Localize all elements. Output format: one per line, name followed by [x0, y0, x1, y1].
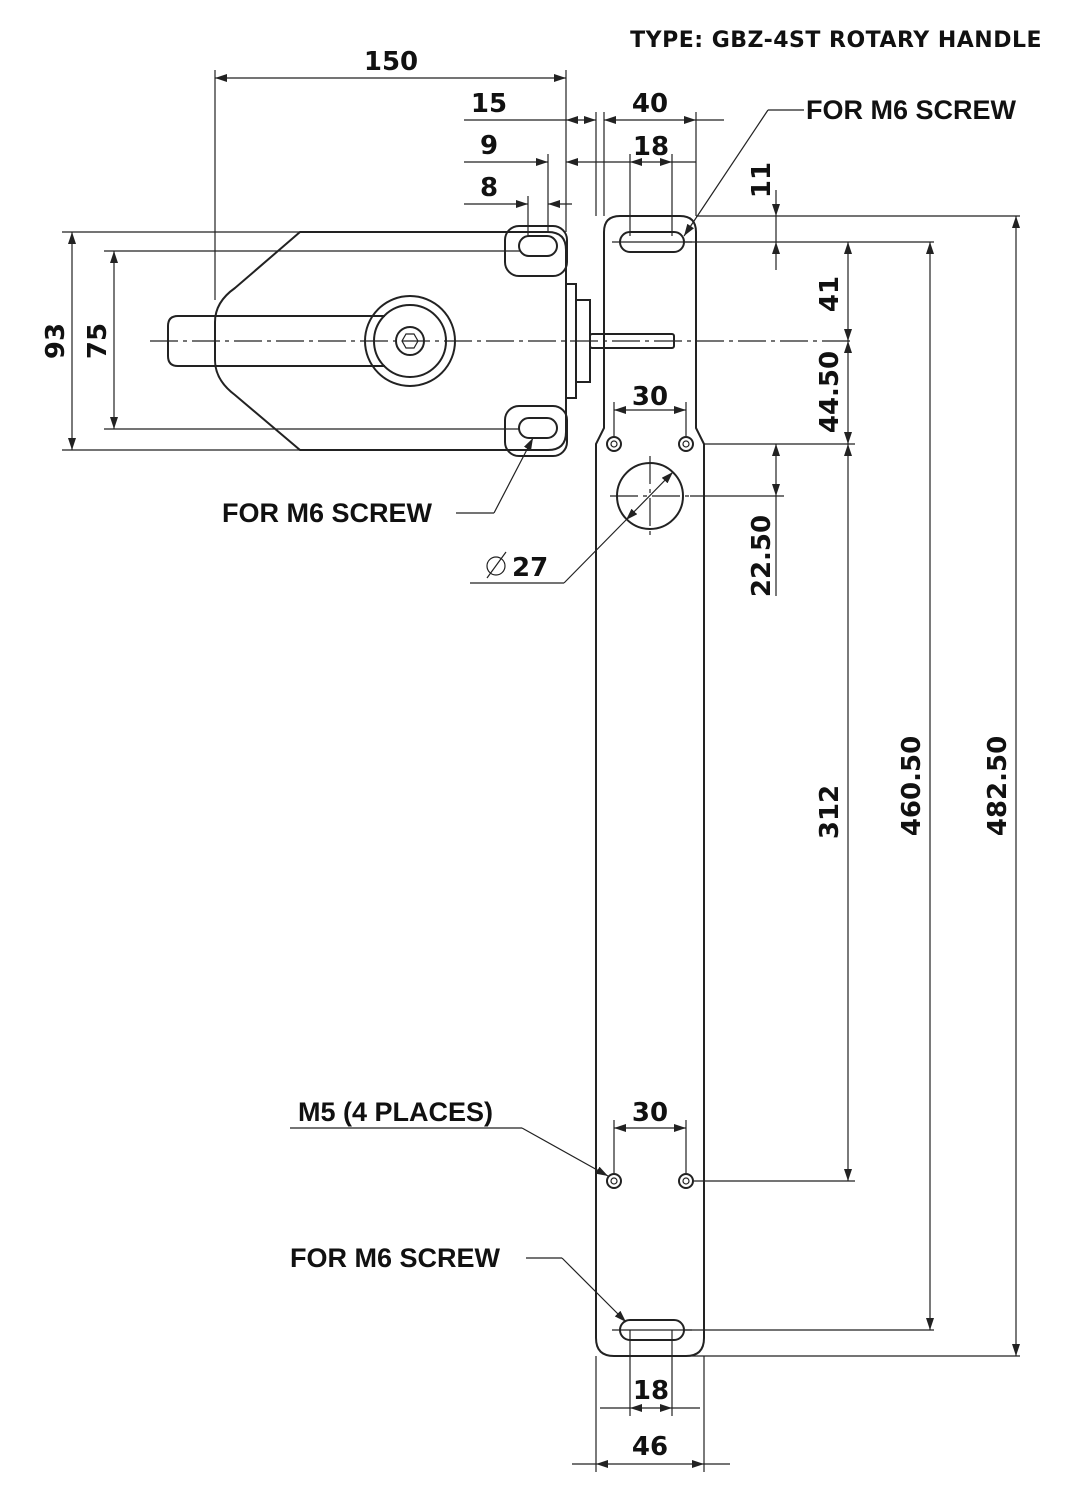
svg-text:18: 18: [633, 1376, 669, 1406]
dimension-9: 9: [464, 131, 600, 232]
dimension-30-top: 30: [613, 382, 687, 436]
svg-text:41: 41: [815, 276, 845, 312]
svg-text:FOR M6 SCREW: FOR M6 SCREW: [806, 95, 1017, 125]
m5-hole: [678, 1173, 694, 1189]
svg-text:11: 11: [747, 162, 777, 198]
svg-text:FOR M6 SCREW: FOR M6 SCREW: [222, 498, 433, 528]
dimension-40: 40: [603, 89, 724, 216]
svg-text:18: 18: [633, 132, 669, 162]
svg-text:15: 15: [471, 89, 507, 119]
svg-text:150: 150: [364, 47, 418, 77]
m5-hole: [678, 436, 694, 452]
m5-hole: [606, 1173, 622, 1189]
m5-hole: [606, 436, 622, 452]
leader-m6-left: FOR M6 SCREW: [222, 437, 534, 528]
dimension-482-50: 482.50: [686, 216, 1020, 1357]
housing-slot-bottom: [518, 417, 558, 439]
dimension-30-bottom: 30: [613, 1098, 687, 1173]
svg-text:30: 30: [632, 1098, 668, 1128]
svg-text:40: 40: [632, 89, 668, 119]
dimension-75: 75: [83, 250, 520, 430]
leader-diameter-27: 27: [470, 471, 674, 584]
dimension-41: 41: [815, 242, 852, 341]
diameter-symbol-icon: [486, 551, 507, 579]
svg-text:312: 312: [815, 785, 845, 839]
svg-text:9: 9: [480, 131, 498, 161]
svg-text:FOR M6 SCREW: FOR M6 SCREW: [290, 1243, 501, 1273]
svg-text:75: 75: [83, 323, 113, 359]
svg-text:44.50: 44.50: [815, 351, 845, 433]
svg-text:8: 8: [480, 173, 498, 203]
svg-text:460.50: 460.50: [897, 736, 927, 836]
svg-text:27: 27: [512, 553, 548, 583]
svg-text:46: 46: [632, 1432, 668, 1462]
leader-m6-top-right: FOR M6 SCREW: [683, 95, 1017, 237]
svg-text:93: 93: [41, 323, 71, 359]
svg-text:482.50: 482.50: [983, 736, 1013, 836]
housing-slot-top: [518, 235, 558, 257]
dimension-22-50: 22.50: [690, 444, 784, 597]
svg-text:22.50: 22.50: [747, 515, 777, 597]
dimension-11: 11: [684, 162, 1020, 270]
leader-m5: M5 (4 PLACES): [290, 1097, 609, 1177]
dimension-312: 312: [694, 444, 855, 1182]
dimension-18-top: 18: [600, 132, 696, 236]
dimension-8: 8: [464, 173, 572, 236]
leader-m6-bottom: FOR M6 SCREW: [290, 1243, 627, 1323]
switch-housing: [150, 225, 855, 457]
dimension-18-bottom: 18: [600, 1330, 700, 1416]
dimension-93: 93: [41, 231, 300, 451]
drawing-title: TYPE: GBZ-4ST ROTARY HANDLE: [630, 28, 1042, 53]
dimension-44-50: 44.50: [704, 341, 855, 445]
dimension-150: 150: [214, 47, 567, 300]
dimension-460-50: 460.50: [684, 242, 934, 1331]
dimension-15: 15: [464, 89, 597, 216]
svg-text:30: 30: [632, 382, 668, 412]
svg-text:M5 (4 PLACES): M5 (4 PLACES): [298, 1097, 493, 1127]
dimension-46: 46: [572, 1356, 730, 1472]
